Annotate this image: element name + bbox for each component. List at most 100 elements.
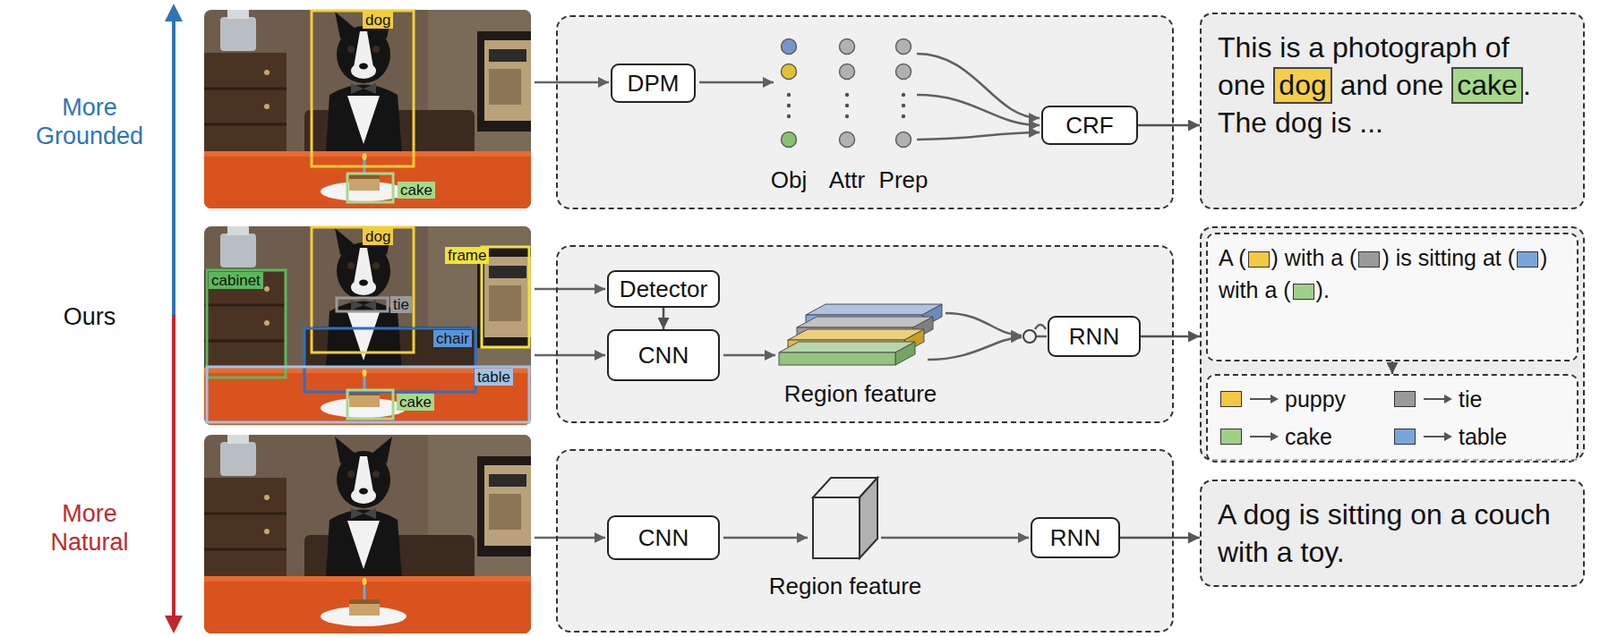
box-tag: cake <box>396 393 435 411</box>
axis-head <box>164 3 183 22</box>
pipeline-panel: DetectorCNN RNN Region feature <box>556 245 1174 424</box>
label-text: cake <box>400 181 433 199</box>
node-text: Region feature <box>769 573 923 600</box>
word-map-entry: table <box>1392 420 1566 454</box>
pipeline-panel: CNN RNN Region feature <box>556 449 1174 634</box>
label-text: cake <box>399 393 432 411</box>
box-tag: dog <box>362 228 394 246</box>
photo <box>204 226 531 426</box>
node-text: DPM <box>627 69 680 98</box>
node-text: Obj <box>770 166 807 194</box>
pipeline-panel: DPM CRF Obj Attr Prep <box>556 15 1174 210</box>
caption-box: A dog is sitting on a couch with a toy. <box>1199 479 1585 588</box>
color-slot <box>1220 391 1242 408</box>
box-tag: cake <box>397 181 436 199</box>
box-tag: tie <box>390 296 412 314</box>
bounding-box <box>206 367 530 423</box>
caption-box: This is a photograph of onedogand onecak… <box>1199 12 1585 210</box>
node-text: Prep <box>879 166 929 194</box>
text-slot: Prep <box>879 166 929 195</box>
box-tag: table <box>474 368 514 386</box>
bounding-box <box>304 328 476 393</box>
text-run: A ( <box>1218 245 1272 271</box>
node-text: ) with a ( <box>1271 245 1358 271</box>
node-text: tie <box>1458 383 1482 416</box>
axis-label: More Grounded <box>26 93 153 152</box>
label-text: dog <box>365 228 391 246</box>
label-text: table <box>477 368 511 386</box>
node-text: A ( <box>1218 245 1247 271</box>
bounding-box <box>347 173 394 203</box>
word-map-entry: puppy <box>1218 383 1393 416</box>
node-text: CRF <box>1065 111 1113 140</box>
text-run: ) with a ( <box>1271 245 1383 271</box>
word-map-entry: cake <box>1218 420 1393 454</box>
module-box: CNN <box>607 515 720 561</box>
text-slot: Region feature <box>769 573 923 601</box>
photo <box>204 9 531 209</box>
color-slot <box>1358 251 1380 268</box>
node-text: A dog is sitting on a couch with a toy. <box>1217 498 1551 569</box>
bounding-box <box>347 390 394 420</box>
node-text: and one <box>1340 68 1445 102</box>
axis-line <box>171 19 176 316</box>
node-text: cake <box>1284 420 1333 454</box>
node-text: RNN <box>1050 524 1101 553</box>
text-run: ). <box>1316 277 1330 303</box>
word-map-box: puppy tie cake table <box>1206 374 1579 463</box>
bounding-boxes <box>206 10 530 423</box>
label-text: dog <box>365 11 391 29</box>
map-arrow <box>1422 430 1454 444</box>
color-slot <box>1248 251 1270 268</box>
map-arrow <box>1422 393 1454 406</box>
node-text: table <box>1458 420 1507 454</box>
node-text: Detector <box>619 275 708 304</box>
word-map-entry: tie <box>1392 383 1566 416</box>
label-text: More Grounded <box>35 94 144 150</box>
node-text: RNN <box>1069 323 1120 351</box>
label-text: frame <box>447 247 487 265</box>
module-box: RNN <box>1047 316 1141 358</box>
module-box: RNN <box>1030 517 1121 559</box>
label-text: cabinet <box>211 272 261 290</box>
map-arrow <box>1249 430 1280 444</box>
node-text: CNN <box>638 342 689 370</box>
color-slot <box>1292 283 1315 300</box>
box-tag: cabinet <box>208 272 264 290</box>
color-slot <box>1394 391 1416 408</box>
bounding-box <box>311 227 414 353</box>
axis-head <box>164 616 183 634</box>
node-text: Attr <box>829 166 865 194</box>
box-tag: frame <box>444 247 489 265</box>
text-slot: Obj <box>770 166 807 195</box>
node-text: Region feature <box>784 380 938 408</box>
node-text: dog <box>1273 67 1332 104</box>
module-box: CNN <box>607 329 720 382</box>
module-box: CRF <box>1041 105 1138 146</box>
module-box: DPM <box>610 63 696 103</box>
module-box: Detector <box>607 270 720 309</box>
bounding-box <box>206 270 286 378</box>
label-text: chair <box>436 330 470 348</box>
text-slot: Attr <box>829 166 865 195</box>
node-text: ). <box>1316 277 1330 303</box>
box-tag: dog <box>362 11 394 29</box>
axis-arrow <box>164 3 183 634</box>
photo <box>204 435 531 634</box>
label-text: tie <box>393 296 410 314</box>
axis-label: Ours <box>35 302 144 332</box>
axis-line <box>171 315 176 618</box>
bounding-box <box>311 10 414 167</box>
node-text: puppy <box>1284 383 1346 416</box>
text-slot: Region feature <box>784 380 938 409</box>
color-slot <box>1220 428 1242 445</box>
box-tag: chair <box>433 330 472 348</box>
label-text: Ours <box>63 303 117 331</box>
node-text: ) is sitting at ( <box>1381 245 1515 271</box>
color-slot <box>1394 428 1416 445</box>
color-slot <box>1516 251 1539 268</box>
map-arrow <box>1249 393 1280 406</box>
template-box: A () with a () is sitting at () with a (… <box>1206 232 1579 362</box>
output-panel: A () with a () is sitting at () with a (… <box>1199 226 1585 462</box>
